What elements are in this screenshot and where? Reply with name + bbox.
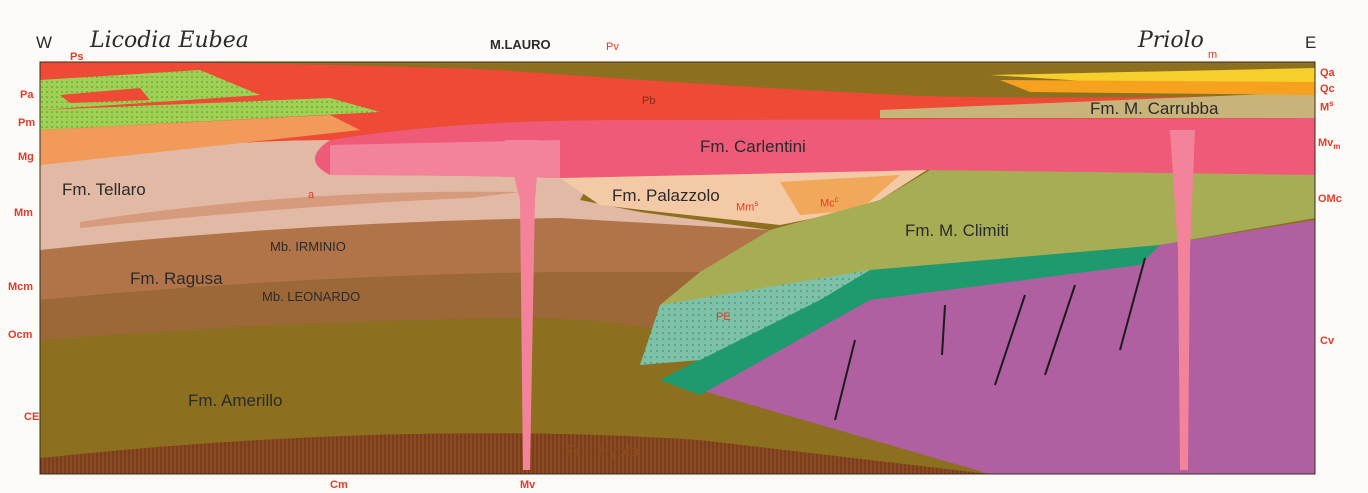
code-pe: PE <box>716 312 731 323</box>
formation-climiti: Fm. M. Climiti <box>905 222 1009 239</box>
right-label-cv: Cv <box>1320 336 1334 347</box>
center-peak: M.LAURO <box>490 38 551 51</box>
formation-ragusa: Fm. Ragusa <box>130 270 223 287</box>
member-irminio: Mb. IRMINIO <box>270 240 346 253</box>
east-place: Priolo <box>1138 30 1204 52</box>
left-label-ce: CE <box>24 412 39 423</box>
bottom-label-mv: Mv <box>520 480 535 491</box>
code-a: a <box>308 190 314 201</box>
top-label-pv: Pv <box>606 42 619 53</box>
west-label: W <box>36 34 52 51</box>
left-label-ps: Ps <box>70 52 83 63</box>
formation-carlentini: Fm. Carlentini <box>700 138 806 155</box>
left-label-mg: Mg <box>18 152 34 163</box>
right-label-qc: Qc <box>1320 84 1335 95</box>
east-label: E <box>1305 34 1316 51</box>
right-label-qa: Qa <box>1320 68 1335 79</box>
formation-hybla: Fm. Hybla <box>566 444 639 460</box>
top-label-m: m <box>1208 50 1217 61</box>
formation-palazzolo: Fm. Palazzolo <box>612 187 720 204</box>
formation-tellaro: Fm. Tellaro <box>62 181 146 198</box>
code-mc: Mcc <box>820 196 839 210</box>
bottom-label-cm: Cm <box>330 480 348 491</box>
left-label-ocm: Ocm <box>8 330 32 341</box>
left-label-mm: Mm <box>14 208 33 219</box>
formation-carrubba: Fm. M. Carrubba <box>1090 100 1218 117</box>
formation-amerillo: Fm. Amerillo <box>188 392 282 409</box>
code-mm: Mms <box>736 200 758 214</box>
left-label-mcm: Mcm <box>8 282 33 293</box>
left-label-pa: Pa <box>20 90 33 101</box>
right-label-omc: OMc <box>1318 194 1342 205</box>
right-label-ms: Ms <box>1320 100 1334 114</box>
right-label-mv: Mvm <box>1318 138 1340 151</box>
left-label-pm: Pm <box>18 118 35 129</box>
code-pb: Pb <box>642 96 655 107</box>
member-leonardo: Mb. LEONARDO <box>262 290 360 303</box>
west-place: Licodia Eubea <box>90 30 249 52</box>
